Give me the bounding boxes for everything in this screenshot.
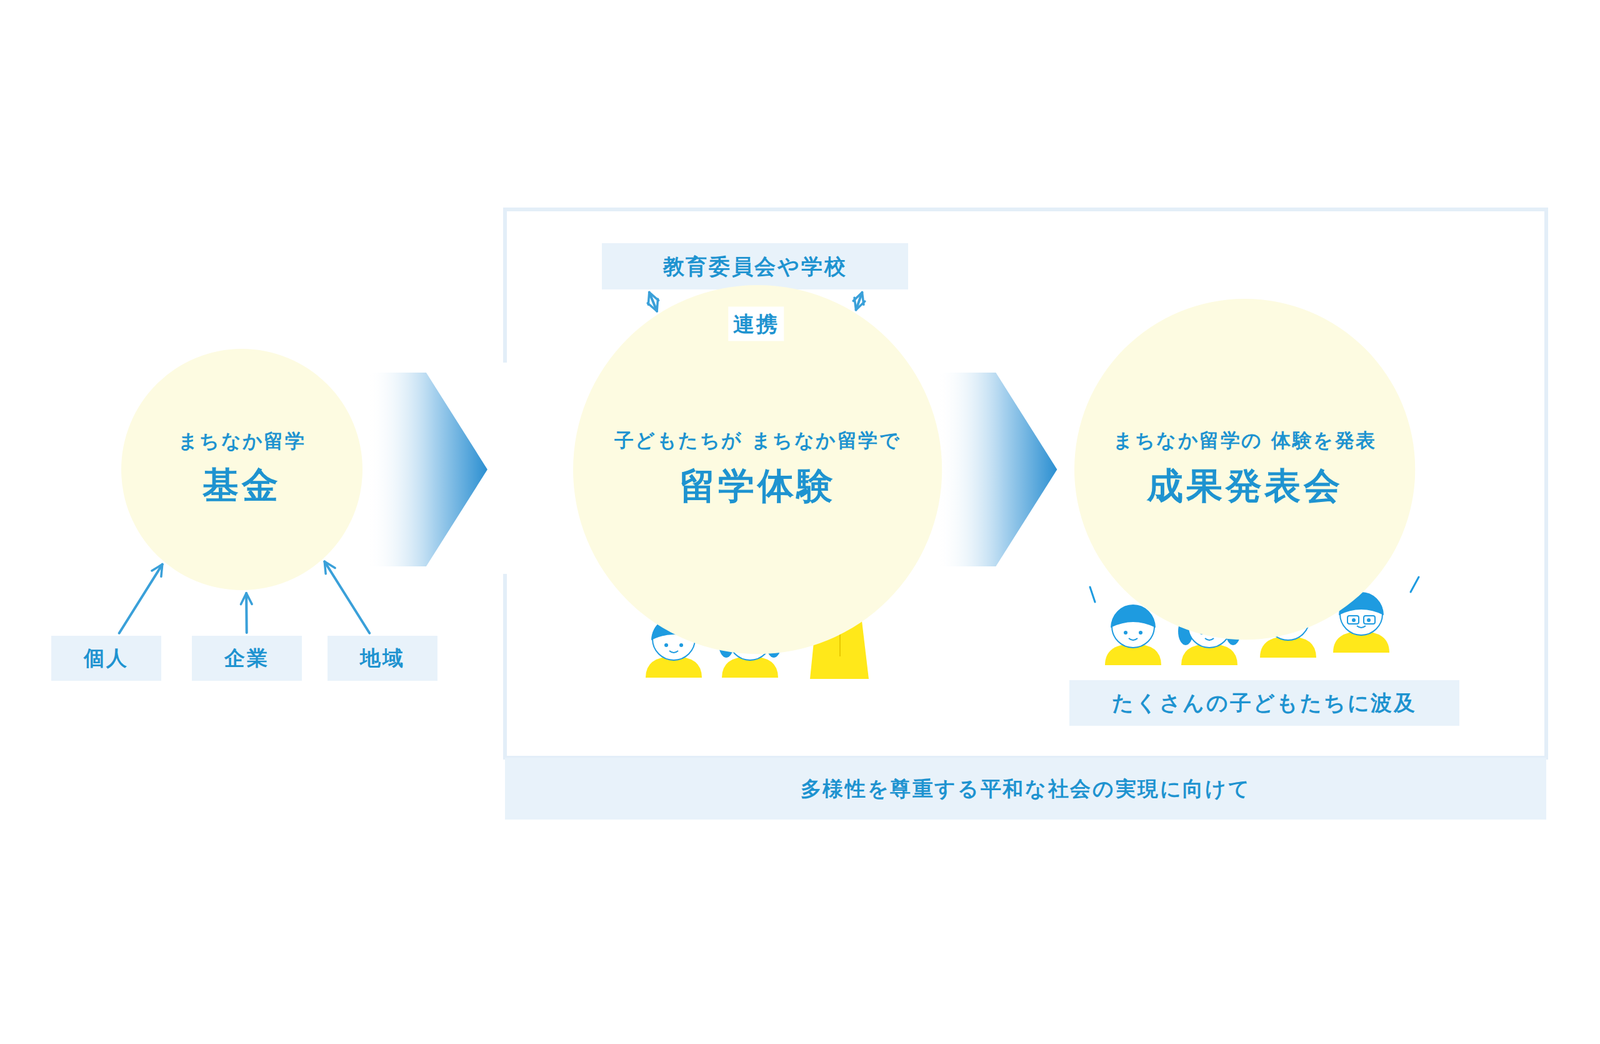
label-box: 個人 <box>51 635 162 681</box>
link-arrow <box>119 564 163 634</box>
link-label: 連携 <box>728 306 784 342</box>
node-text: 子どもたちが まちなか留学で <box>614 425 902 455</box>
link-arrow <box>324 561 370 634</box>
link-arrow <box>649 292 657 312</box>
node-text: まちなか留学の 体験を発表 <box>1113 425 1377 455</box>
stage-circle: まちなか留学の 体験を発表成果発表会 <box>1074 298 1415 640</box>
circle-fill <box>121 348 363 590</box>
label-box: 教育委員会や学校 <box>601 243 909 290</box>
group-frame: 多様性を尊重する平和な社会の実現に向けて 教育委員会や学校子どもたちが まちなか留… <box>505 209 1547 820</box>
node-text: たくさんの子どもたちに波及 <box>1111 686 1417 719</box>
label-box: 企業 <box>191 635 302 681</box>
link-arrow <box>245 593 249 633</box>
node-text: 企業 <box>224 642 269 674</box>
node-text: 多様性を尊重する平和な社会の実現に向けて <box>800 773 1252 805</box>
node-title: 基金 <box>202 458 281 513</box>
node-text: 個人 <box>83 642 129 674</box>
link-arrow <box>856 292 863 310</box>
node-title: 留学体験 <box>679 458 837 514</box>
circle-fill <box>1074 298 1415 640</box>
circle-fill <box>573 285 942 654</box>
frame-outline <box>505 209 1547 758</box>
label-box: たくさんの子どもたちに波及 <box>1069 680 1460 726</box>
stage-circle: まちなか留学基金 <box>121 348 363 590</box>
goal-band: 多様性を尊重する平和な社会の実現に向けて <box>505 757 1547 820</box>
label-box: 地域 <box>327 635 438 681</box>
node-text: 地域 <box>360 642 405 674</box>
node-title: 成果発表会 <box>1146 458 1343 514</box>
node-text: まちなか留学 <box>178 426 307 456</box>
flow-chevron <box>367 372 488 567</box>
child-figure <box>1105 605 1162 665</box>
flow-chevron <box>936 372 1057 567</box>
accent-tick <box>1090 586 1095 602</box>
node-text: 教育委員会や学校 <box>663 250 848 283</box>
accent-tick <box>1410 576 1419 592</box>
